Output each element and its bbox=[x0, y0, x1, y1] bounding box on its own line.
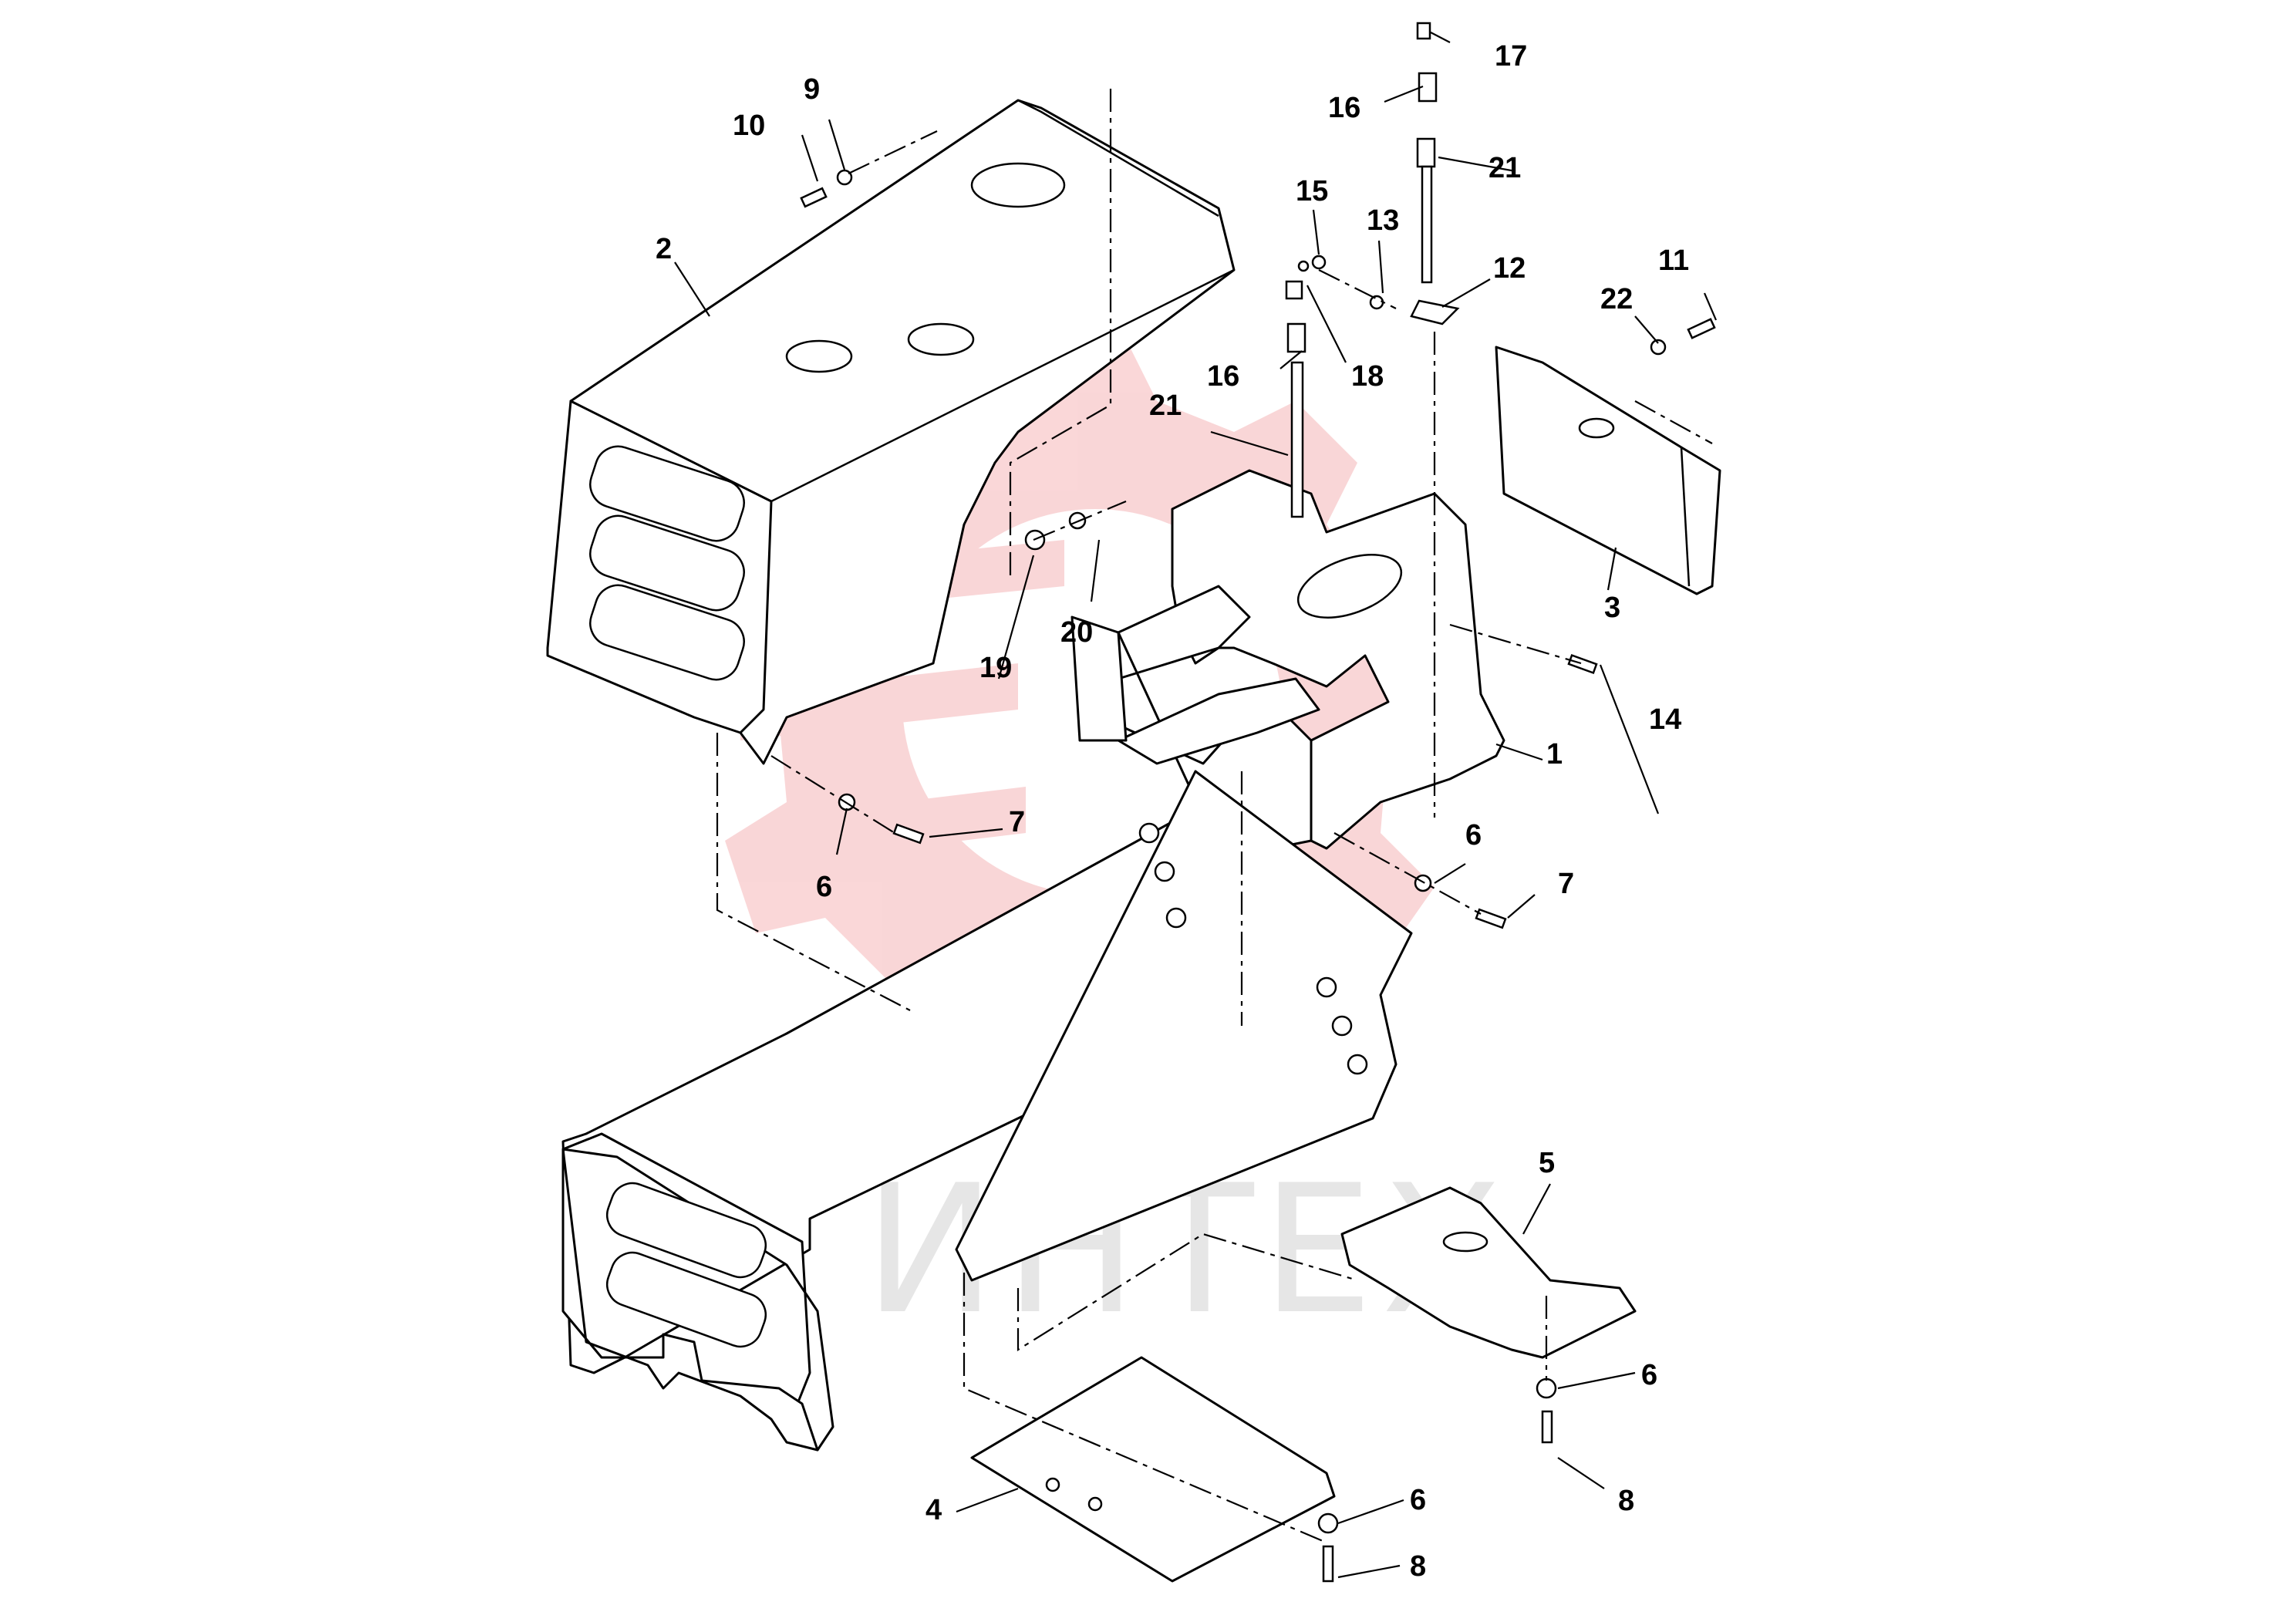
callout-19: 19 bbox=[979, 652, 1012, 684]
hardware-rods bbox=[800, 22, 1716, 1583]
part-2-hood bbox=[546, 99, 1236, 765]
callout-8b: 8 bbox=[1410, 1550, 1426, 1583]
callout-15: 15 bbox=[1296, 175, 1328, 207]
callout-6c: 6 bbox=[1641, 1359, 1657, 1391]
part-3-plate bbox=[1495, 346, 1721, 595]
callout-6d: 6 bbox=[1410, 1484, 1426, 1516]
callout-7b: 7 bbox=[1558, 868, 1574, 900]
callout-21b: 21 bbox=[1149, 389, 1182, 422]
callout-16b: 16 bbox=[1207, 360, 1239, 393]
callout-2: 2 bbox=[656, 233, 672, 265]
callout-16a: 16 bbox=[1328, 92, 1360, 124]
callout-21a: 21 bbox=[1489, 152, 1521, 184]
callout-1: 1 bbox=[1546, 738, 1563, 771]
watermark-stripe-2 bbox=[740, 663, 1018, 740]
callout-7a: 7 bbox=[1009, 806, 1025, 838]
callout-8a: 8 bbox=[1618, 1485, 1634, 1517]
callout-9: 9 bbox=[804, 73, 820, 106]
part-5-skid-plate bbox=[1340, 1186, 1637, 1359]
callout-5: 5 bbox=[1539, 1147, 1555, 1179]
callout-6a: 6 bbox=[816, 871, 832, 903]
callout-14: 14 bbox=[1649, 703, 1681, 736]
callout-4: 4 bbox=[925, 1494, 942, 1526]
frame-chassis bbox=[561, 770, 1413, 1452]
assembly-lines bbox=[716, 89, 1713, 1544]
callout-18: 18 bbox=[1351, 360, 1384, 393]
callout-20: 20 bbox=[1060, 616, 1093, 649]
callout-11: 11 bbox=[1658, 244, 1689, 277]
callout-22: 22 bbox=[1600, 283, 1633, 315]
callout-12: 12 bbox=[1493, 252, 1526, 285]
callout-13: 13 bbox=[1367, 204, 1399, 237]
callout-17: 17 bbox=[1495, 40, 1527, 73]
callout-3: 3 bbox=[1604, 592, 1620, 624]
callout-6b: 6 bbox=[1465, 819, 1482, 851]
callout-10: 10 bbox=[733, 110, 765, 142]
leader-lines bbox=[674, 32, 1718, 1579]
part-1-bracket bbox=[1070, 469, 1505, 858]
callout-labels: 1 2 3 4 5 6 6 6 6 7 7 8 8 9 10 11 12 13 … bbox=[656, 40, 1689, 1583]
